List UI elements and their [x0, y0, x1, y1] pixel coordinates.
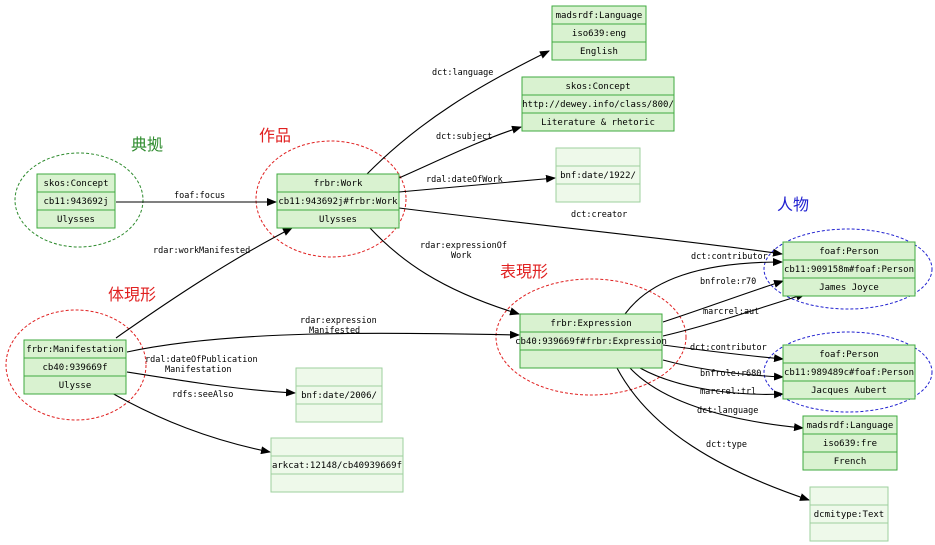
- node-id-label: iso639:eng: [572, 29, 626, 39]
- node-value-label: Jacques Aubert: [811, 386, 887, 396]
- node-type-label: frbr:Work: [314, 179, 363, 189]
- node-id-label: cb11:943692j: [43, 197, 108, 207]
- node-value-label: James Joyce: [819, 283, 879, 293]
- node-value-label: Ulysse: [59, 381, 92, 391]
- node-date-2006[interactable]: bnf:date/2006/: [295, 367, 383, 423]
- node-arkcat[interactable]: arkcat:12148/cb40939669f: [270, 437, 404, 493]
- edge-label: dct:type: [706, 440, 747, 450]
- node-work[interactable]: frbr:Work cb11:943692j#frbr:Work Ulysses: [276, 173, 400, 229]
- node-id-label: dcmitype:Text: [814, 510, 884, 520]
- edge-dct-contributor-joyce: [624, 258, 783, 315]
- edge-label: dct:subject: [436, 132, 492, 142]
- edge-label: dct:language: [432, 68, 493, 78]
- node-value-label: Ulysses: [57, 215, 95, 225]
- node-id-label: cb11:909158m#foaf:Person: [784, 265, 914, 275]
- node-manifestation[interactable]: frbr:Manifestation cb40:939669f Ulysse: [23, 339, 127, 395]
- person-group-ellipse-aubert: [763, 331, 933, 413]
- node-id-label: bnf:date/1922/: [560, 171, 636, 181]
- edge-label: Work: [451, 251, 471, 261]
- node-value-label: English: [580, 47, 618, 57]
- node-type-label: frbr:Manifestation: [26, 345, 124, 355]
- edge-marcrel-trl: [639, 367, 784, 399]
- node-id-label: cb40:939669f#frbr:Expression: [515, 337, 667, 347]
- node-value-label: French: [834, 457, 867, 467]
- node-type-label: skos:Concept: [565, 82, 630, 92]
- edge-rdal-date-of-publication: [126, 371, 296, 397]
- manifestation-group-label: 体現形: [108, 285, 156, 304]
- node-id-label: http://dewey.info/class/800/: [522, 100, 674, 110]
- edge-label: bnfrole:r70: [700, 277, 756, 287]
- node-value-label: Ulysses: [319, 215, 357, 225]
- node-id-label: bnf:date/2006/: [301, 391, 377, 401]
- node-id-label: iso639:fre: [823, 439, 877, 449]
- edge-bnfrole-r680: [662, 359, 784, 381]
- edge-bnfrole-r70: [662, 279, 784, 323]
- node-type-label: frbr:Expression: [550, 319, 631, 329]
- node-type-label: madsrdf:Language: [556, 11, 643, 21]
- edge-label: bnfrole:r680: [700, 369, 761, 379]
- edge-label: marcrel:trl: [700, 387, 756, 397]
- expression-group-ellipse: [495, 278, 687, 396]
- edge-dct-subject: [398, 125, 522, 179]
- edge-label: rdal:dateOfWork: [426, 175, 503, 185]
- node-id-label: cb40:939669f: [42, 363, 107, 373]
- node-type-label: skos:Concept: [43, 179, 108, 189]
- edge-dct-language-expr: [629, 367, 804, 432]
- node-date-1922[interactable]: bnf:date/1922/: [555, 147, 641, 203]
- node-type-label: foaf:Person: [819, 247, 879, 257]
- node-value-label: Literature & rhetoric: [541, 118, 655, 128]
- edge-label: rdar:expressionOf: [420, 241, 507, 251]
- person-group-ellipse-joyce: [763, 228, 933, 310]
- node-language-french[interactable]: madsrdf:Language iso639:fre French: [802, 415, 898, 471]
- work-group-ellipse: [255, 140, 407, 258]
- node-person-joyce[interactable]: foaf:Person cb11:909158m#foaf:Person Jam…: [782, 241, 916, 297]
- node-type-label: madsrdf:Language: [807, 421, 894, 431]
- manifestation-group-ellipse: [5, 309, 147, 421]
- edge-label: rdar:expression: [300, 316, 377, 326]
- edge-labels: foaf:focus dct:language dct:subject rdal…: [145, 68, 768, 450]
- edge-rdar-expression-of-work: [369, 227, 520, 316]
- edge-label: rdar:workManifested: [153, 246, 250, 256]
- edge-label: foaf:focus: [174, 191, 225, 201]
- node-dcmitype-text[interactable]: dcmitype:Text: [809, 486, 889, 542]
- node-type-label: foaf:Person: [819, 350, 879, 360]
- work-group-label: 作品: [259, 126, 291, 145]
- authority-group-ellipse: [14, 152, 144, 248]
- edge-label: dct:contributor: [691, 252, 768, 262]
- authority-group-label: 典拠: [131, 135, 163, 154]
- edge-label: rdal:dateOfPublication: [145, 355, 258, 365]
- edge-dct-creator: [398, 207, 783, 257]
- edge-rdar-expression-manifested: [126, 330, 520, 353]
- edge-label: dct:contributor: [690, 343, 767, 353]
- edge-label: Manifestation: [165, 365, 232, 375]
- edge-rdal-date-of-work: [398, 174, 556, 193]
- edge-rdfs-see-also: [109, 391, 271, 455]
- node-person-aubert[interactable]: foaf:Person cb11:989489c#foaf:Person Jac…: [782, 344, 916, 400]
- edge-label: dct:language: [697, 406, 758, 416]
- node-id-label: cb11:943692j#frbr:Work: [278, 197, 398, 207]
- person-group-label: 人物: [777, 195, 809, 214]
- node-expression[interactable]: frbr:Expression cb40:939669f#frbr:Expres…: [515, 313, 667, 369]
- node-language-english[interactable]: madsrdf:Language iso639:eng English: [551, 5, 647, 61]
- edge-marcrel-aut: [662, 292, 806, 337]
- edge-label: marcrel:aut: [703, 307, 759, 317]
- node-id-label: arkcat:12148/cb40939669f: [272, 461, 402, 471]
- expression-group-label: 表現形: [500, 262, 548, 281]
- edge-dct-contributor-aubert: [662, 344, 784, 363]
- node-id-label: cb11:989489c#foaf:Person: [784, 368, 914, 378]
- edge-label: Manifested: [309, 326, 360, 336]
- edge-rdar-work-manifested: [115, 227, 293, 339]
- edges: [109, 50, 810, 501]
- edge-dct-type: [616, 367, 810, 501]
- edge-label: dct:creator: [571, 210, 627, 220]
- edge-dct-language-work: [365, 50, 550, 176]
- node-concept-dewey-800[interactable]: skos:Concept http://dewey.info/class/800…: [521, 76, 675, 132]
- node-concept-ulysses[interactable]: skos:Concept cb11:943692j Ulysses: [36, 173, 116, 229]
- edge-label: rdfs:seeAlso: [172, 390, 233, 400]
